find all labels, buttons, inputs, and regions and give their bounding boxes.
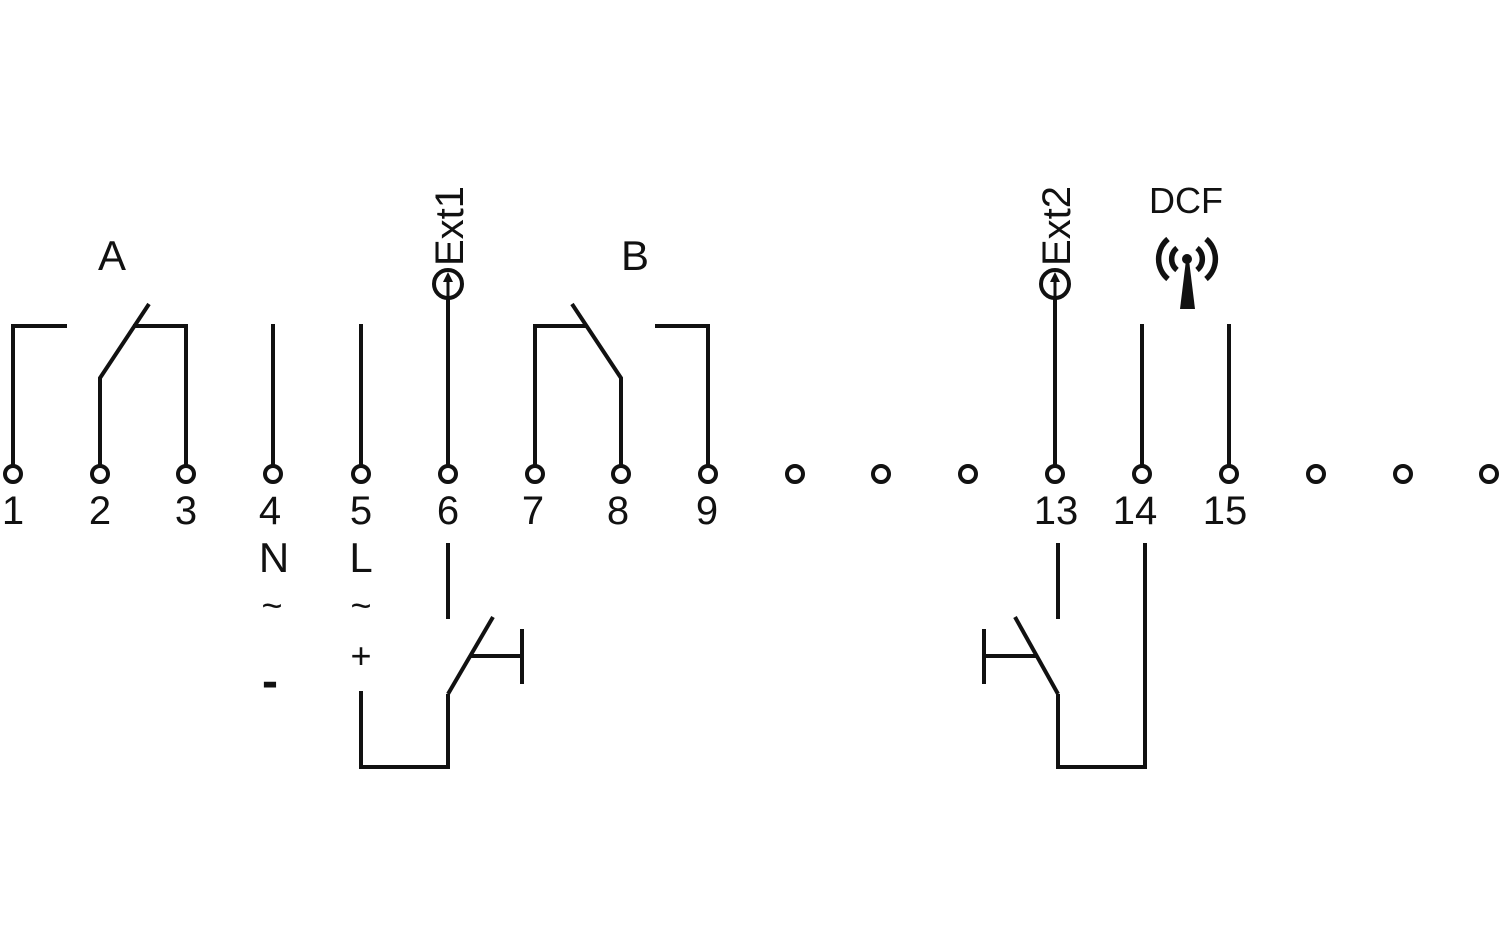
antenna-mast bbox=[1180, 260, 1195, 309]
terminal-1 bbox=[3, 464, 23, 484]
supply-ac-n-symbol: ~ bbox=[261, 585, 282, 626]
supply-ac-l-symbol: ~ bbox=[350, 585, 371, 626]
terminal-label-6: 6 bbox=[437, 489, 459, 533]
terminal-label-9: 9 bbox=[696, 489, 718, 533]
terminal-label-2: 2 bbox=[89, 489, 111, 533]
ext1-pushbutton-circuit bbox=[359, 543, 524, 769]
contact-a-label: A bbox=[98, 232, 126, 279]
terminal-7 bbox=[525, 464, 545, 484]
contact-a bbox=[11, 302, 188, 465]
supply-line-label: L bbox=[349, 534, 372, 581]
terminal-11 bbox=[871, 464, 891, 484]
contact-b bbox=[533, 302, 710, 465]
ext2-label: Ext2 bbox=[1035, 186, 1079, 266]
supply-dc-minus-symbol: - bbox=[262, 655, 278, 708]
antenna-wave-left-inner bbox=[1168, 245, 1179, 273]
terminal-18 bbox=[1479, 464, 1499, 484]
contact-b-terminal-7-wire bbox=[533, 324, 587, 465]
antenna-wave-right-outer bbox=[1204, 236, 1219, 282]
contact-b-switch-blade bbox=[570, 302, 623, 465]
terminal-9 bbox=[698, 464, 718, 484]
contact-b-terminal-9-wire bbox=[655, 324, 710, 465]
ext2-symbol-arrow-head bbox=[1050, 272, 1060, 282]
antenna-wave-left-outer bbox=[1155, 236, 1170, 282]
terminal-label-1: 1 bbox=[2, 489, 24, 533]
ext1-symbol-arrow-head bbox=[443, 272, 453, 282]
terminal-label-8: 8 bbox=[607, 489, 629, 533]
terminal-label-3: 3 bbox=[175, 489, 197, 533]
terminal-15 bbox=[1219, 464, 1239, 484]
dcf-label: DCF bbox=[1149, 180, 1223, 221]
ext1-pushbutton-return-lead bbox=[359, 691, 450, 769]
contact-a-switch-blade bbox=[98, 302, 151, 465]
terminal-4 bbox=[263, 464, 283, 484]
terminal-8 bbox=[611, 464, 631, 484]
terminal-10 bbox=[785, 464, 805, 484]
terminal-row bbox=[3, 464, 1499, 484]
terminal-16 bbox=[1306, 464, 1326, 484]
ext2-pushbutton-circuit bbox=[982, 543, 1147, 769]
ext1-pushbutton-blade bbox=[446, 615, 495, 696]
terminal-14 bbox=[1132, 464, 1152, 484]
antenna-icon bbox=[1155, 236, 1219, 309]
terminal-label-14: 14 bbox=[1113, 489, 1158, 533]
terminal-label-15: 15 bbox=[1203, 489, 1248, 533]
terminal-label-7: 7 bbox=[522, 489, 544, 533]
terminal-3 bbox=[176, 464, 196, 484]
terminal-label-13: 13 bbox=[1034, 489, 1079, 533]
antenna-wave-right-inner bbox=[1195, 245, 1206, 273]
contact-b-label: B bbox=[621, 232, 649, 279]
terminal-12 bbox=[958, 464, 978, 484]
ext2-pushbutton-blade bbox=[1013, 616, 1060, 695]
ext1-input bbox=[432, 268, 464, 465]
terminal-13 bbox=[1045, 464, 1065, 484]
supply-dc-plus-symbol: + bbox=[350, 635, 371, 676]
ext1-label: Ext1 bbox=[428, 186, 472, 266]
terminal-label-4: 4 bbox=[259, 489, 281, 533]
terminal-6 bbox=[438, 464, 458, 484]
terminal-2 bbox=[90, 464, 110, 484]
ext2-input bbox=[1039, 268, 1071, 465]
terminal-label-5: 5 bbox=[350, 489, 372, 533]
terminal-17 bbox=[1393, 464, 1413, 484]
ext2-pushbutton-return-lead bbox=[1056, 543, 1147, 769]
terminal-5 bbox=[351, 464, 371, 484]
antenna-tip bbox=[1182, 254, 1192, 264]
supply-neutral-label: N bbox=[259, 534, 289, 581]
contact-a-terminal-1-wire bbox=[11, 324, 67, 465]
contact-a-terminal-3-wire bbox=[133, 324, 188, 465]
